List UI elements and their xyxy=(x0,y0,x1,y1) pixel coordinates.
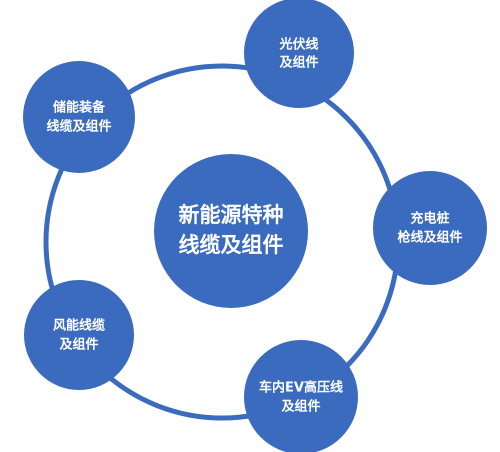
node-photovoltaic-circle xyxy=(244,0,354,108)
node-charging-pile: 充电桩 枪线及组件 xyxy=(373,171,487,285)
node-energy-storage-circle xyxy=(23,61,135,173)
center-node: 新能源特种 线缆及组件 xyxy=(154,154,308,308)
center-node-circle xyxy=(154,154,308,308)
node-photovoltaic-line2: 及组件 xyxy=(279,55,318,71)
node-wind-power-line1: 风能线缆 xyxy=(53,318,105,334)
node-charging-pile-line1: 充电桩 xyxy=(410,211,449,227)
node-wind-power: 风能线缆 及组件 xyxy=(24,280,134,390)
node-charging-pile-circle xyxy=(373,171,487,285)
node-energy-storage-line2: 线缆及组件 xyxy=(46,119,111,135)
node-ev-high-voltage-circle xyxy=(244,340,358,452)
node-energy-storage: 储能装备 线缆及组件 xyxy=(23,61,135,173)
node-energy-storage-line1: 储能装备 xyxy=(52,100,106,116)
node-ev-high-voltage-line1: 车内EV高压线 xyxy=(259,380,343,396)
node-ev-high-voltage-line2: 及组件 xyxy=(281,399,320,415)
node-wind-power-line2: 及组件 xyxy=(59,337,98,353)
center-node-line1: 新能源特种 xyxy=(179,203,284,227)
node-ev-high-voltage: 车内EV高压线 及组件 xyxy=(244,340,358,452)
center-node-line2: 线缆及组件 xyxy=(179,233,284,257)
node-photovoltaic: 光伏线 及组件 xyxy=(244,0,354,108)
node-photovoltaic-line1: 光伏线 xyxy=(278,37,318,53)
node-wind-power-circle xyxy=(24,280,134,390)
node-charging-pile-line2: 枪线及组件 xyxy=(397,230,462,246)
